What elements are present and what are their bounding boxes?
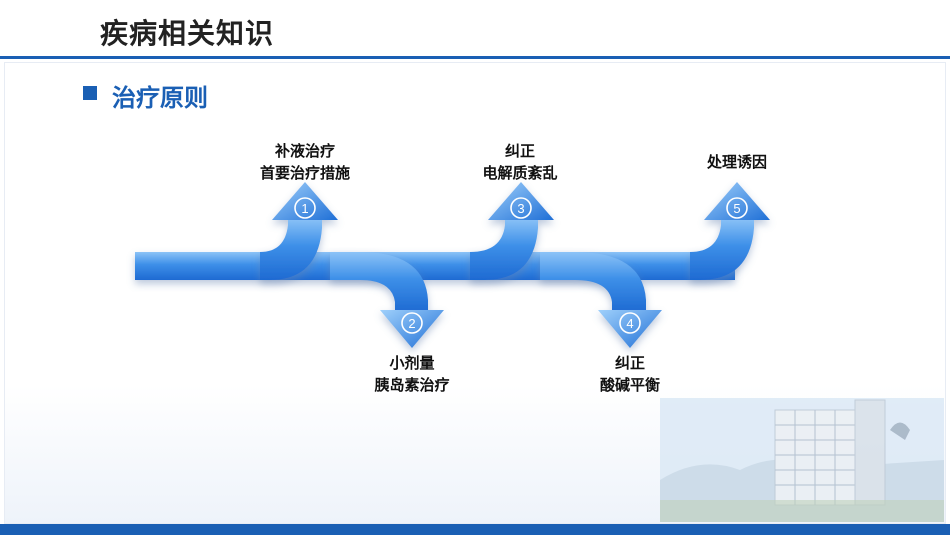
- step-number-5: 5: [726, 197, 748, 219]
- page-title: 疾病相关知识: [100, 17, 275, 50]
- step-number-1: 1: [294, 197, 316, 219]
- step-3-line1: 纠正: [504, 142, 535, 160]
- step-4-line2: 酸碱平衡: [599, 376, 660, 394]
- step-4-label: 纠正 酸碱平衡: [560, 352, 700, 396]
- step-4-line1: 纠正: [614, 354, 645, 372]
- svg-text:4: 4: [626, 316, 633, 331]
- step-number-3: 3: [510, 197, 532, 219]
- arrow-3: [470, 182, 554, 280]
- step-1-line1: 补液治疗: [274, 142, 335, 160]
- svg-text:3: 3: [517, 201, 524, 216]
- arrow-5: [690, 182, 770, 280]
- section-title: 治疗原则: [112, 84, 208, 112]
- step-2-line2: 胰岛素治疗: [374, 376, 450, 394]
- main-band: [135, 252, 735, 280]
- section-bullet: [83, 86, 97, 100]
- arrow-4: [540, 252, 662, 348]
- arrow-1: [260, 182, 338, 280]
- step-1-line2: 首要治疗措施: [259, 164, 350, 182]
- arrow-2: [330, 252, 444, 348]
- step-number-4: 4: [619, 312, 641, 334]
- step-5-label: 处理诱因: [667, 151, 807, 173]
- svg-text:2: 2: [408, 316, 415, 331]
- step-5-line1: 处理诱因: [706, 153, 767, 171]
- step-3-label: 纠正 电解质紊乱: [450, 140, 590, 184]
- svg-text:5: 5: [733, 201, 740, 216]
- step-1-label: 补液治疗 首要治疗措施: [235, 140, 375, 184]
- header-rule: [0, 56, 950, 59]
- step-2-label: 小剂量 胰岛素治疗: [342, 352, 482, 396]
- footer-bar: [0, 524, 950, 535]
- hospital-photo: [660, 398, 944, 522]
- step-2-line1: 小剂量: [389, 354, 435, 372]
- step-number-2: 2: [401, 312, 423, 334]
- svg-text:1: 1: [301, 201, 308, 216]
- step-3-line2: 电解质紊乱: [482, 164, 558, 182]
